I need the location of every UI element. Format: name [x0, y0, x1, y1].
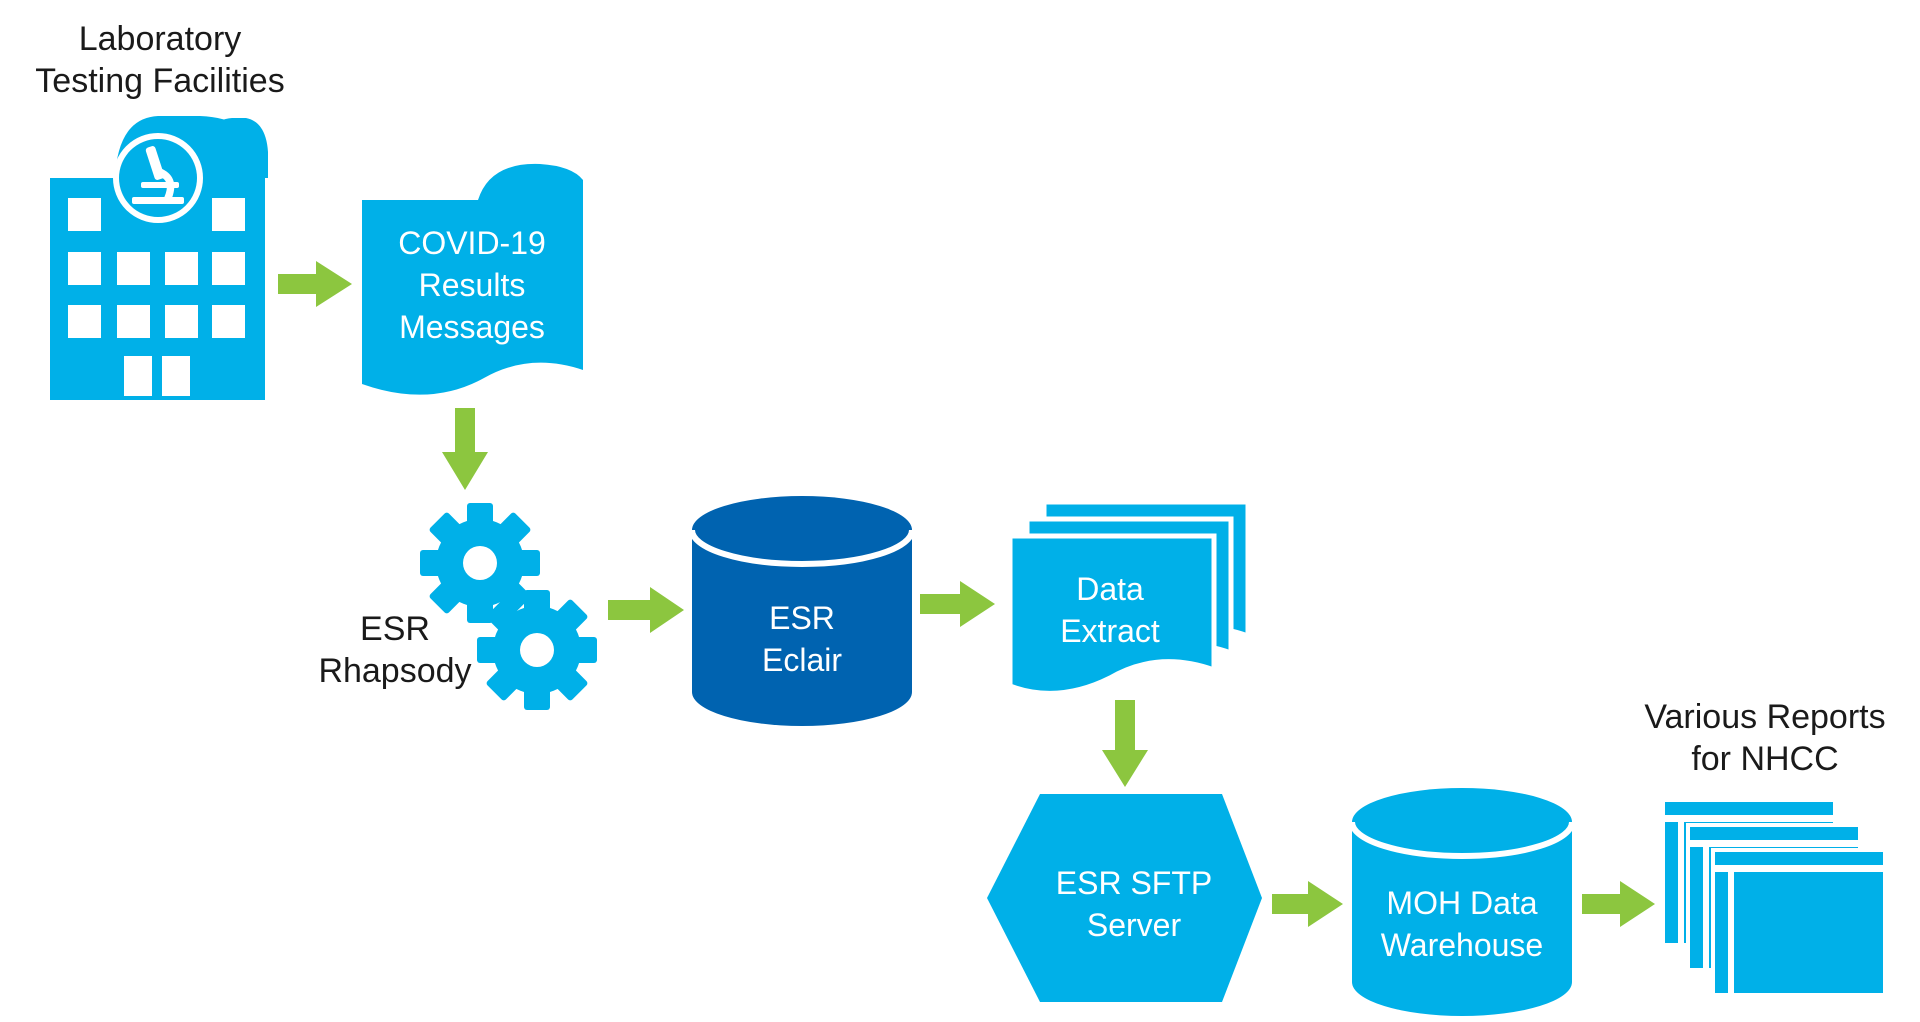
sftp-text-line-1: ESR SFTP — [1055, 865, 1213, 901]
hospital-microscope-icon — [50, 116, 268, 400]
extract-text-line-2: Extract — [1060, 613, 1160, 649]
database-cylinder-icon — [689, 496, 915, 726]
warehouse-text-line-1: MOH Data — [1386, 885, 1538, 921]
stacked-windows-icon — [1661, 798, 1887, 997]
reports-label-line-2: for NHCC — [1691, 740, 1839, 778]
sftp-text-line-2: Server — [1086, 907, 1182, 943]
arrow-extract-to-sftp — [1102, 700, 1148, 787]
covid-text-line-3: Messages — [399, 309, 545, 345]
stacked-documents-icon — [1007, 499, 1251, 696]
arrow-covid-to-rhapsody — [442, 408, 488, 490]
covid-text: COVID-19 Results Messages — [372, 222, 572, 348]
lab-label-line-2: Testing Facilities — [35, 62, 285, 100]
warehouse-text-line-2: Warehouse — [1380, 927, 1544, 963]
rhapsody-label-line-2: Rhapsody — [318, 652, 472, 690]
covid-text-line-1: COVID-19 — [398, 225, 546, 261]
arrow-warehouse-to-reports — [1582, 881, 1655, 927]
rhapsody-label: ESR Rhapsody — [310, 608, 480, 692]
lab-label: Laboratory Testing Facilities — [10, 18, 310, 102]
eclair-text-line-1: ESR — [769, 600, 835, 636]
sftp-text: ESR SFTP Server — [1020, 862, 1248, 946]
rhapsody-label-line-1: ESR — [360, 610, 430, 648]
arrow-sftp-to-warehouse — [1272, 881, 1343, 927]
hexagon-server-icon — [987, 794, 1262, 1002]
covid-text-line-2: Results — [418, 267, 526, 303]
warehouse-text: MOH Data Warehouse — [1350, 882, 1574, 966]
database-cylinder-icon — [1349, 788, 1575, 1016]
arrow-rhapsody-to-eclair — [608, 587, 684, 633]
wavy-document-icon — [362, 163, 583, 395]
arrow-lab-to-covid — [278, 261, 352, 307]
arrow-eclair-to-extract — [920, 581, 995, 627]
lab-label-line-1: Laboratory — [78, 20, 242, 58]
gears-icon — [420, 503, 597, 710]
extract-text-line-1: Data — [1076, 571, 1144, 607]
reports-label: Various Reports for NHCC — [1620, 696, 1910, 780]
reports-label-line-1: Various Reports — [1644, 698, 1886, 736]
eclair-text-line-2: Eclair — [761, 642, 842, 678]
eclair-text: ESR Eclair — [702, 597, 902, 681]
extract-text: Data Extract — [1010, 568, 1210, 652]
